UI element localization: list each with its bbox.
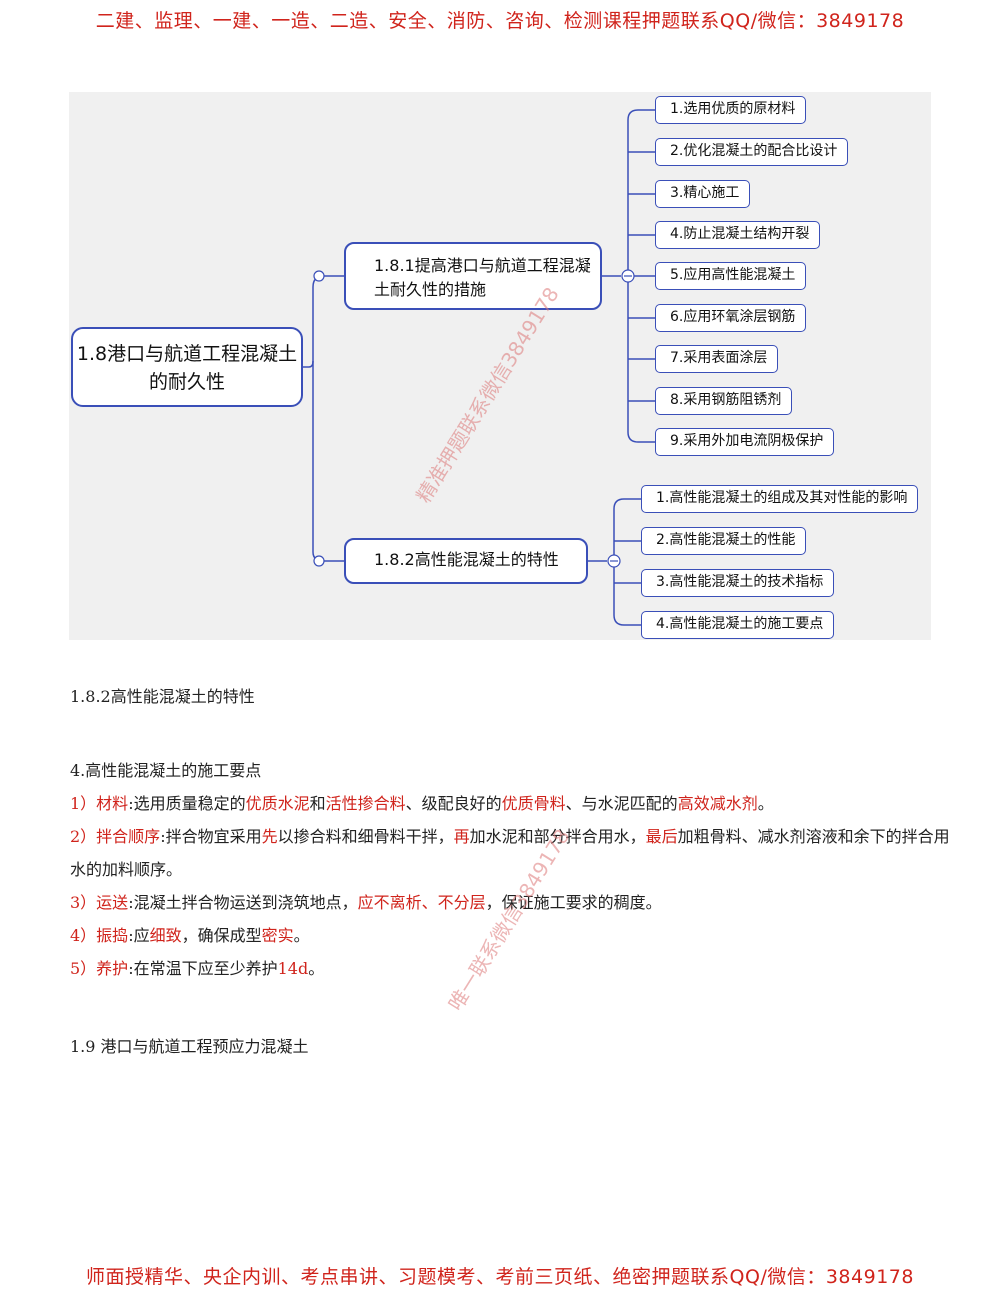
next-section-heading: 1.9 港口与航道工程预应力混凝土 (70, 1037, 309, 1056)
leaf-node: 5.应用高性能混凝土 (655, 262, 807, 290)
connector-branch2-leaves (614, 540, 641, 584)
connector-branch1-spine (627, 109, 655, 443)
section-heading: 1.8.2高性能混凝土的特性 (70, 687, 255, 706)
footer-banner: 师面授精华、央企内训、考点串讲、习题模考、考前三页纸、绝密押题联系QQ/微信：3… (86, 1266, 914, 1288)
list-item-mixing: 2）拌合顺序:拌合物宜采用先以掺合料和细骨料干拌，再加水泥和部分拌合用水，最后加… (70, 827, 950, 879)
leaf-node: 4.防止混凝土结构开裂 (655, 221, 821, 249)
connector-root-branch1 (303, 275, 344, 368)
collapse-dot-branch1 (313, 270, 325, 282)
mind-map-connectors (303, 109, 655, 626)
leaf-node: 4.高性能混凝土的施工要点 (641, 611, 835, 639)
collapse-dot-branch2 (313, 555, 325, 567)
list-item-curing: 5）养护:在常温下应至少养护14d。 (70, 959, 325, 978)
branch-node-properties: 1.8.2高性能混凝土的特性 (344, 538, 588, 584)
root-node: 1.8港口与航道工程混凝土的耐久性 (71, 327, 303, 407)
collapse-toggle-branch2 (607, 554, 621, 568)
list-item-transport: 3）运送:混凝土拌合物运送到浇筑地点，应不离析、不分层，保证施工要求的稠度。 (70, 893, 662, 912)
content-list: 4.高性能混凝土的施工要点 1）材料:选用质量稳定的优质水泥和活性掺合料、级配良… (70, 754, 950, 985)
leaf-node: 2.高性能混凝土的性能 (641, 527, 807, 555)
leaf-node: 1.选用优质的原材料 (655, 96, 807, 124)
leaf-node: 1.高性能混凝土的组成及其对性能的影响 (641, 485, 919, 513)
connector-root-branch2 (312, 361, 344, 562)
header-banner: 二建、监理、一建、一造、二造、安全、消防、咨询、检测课程押题联系QQ/微信：38… (95, 10, 905, 32)
subheading: 4.高性能混凝土的施工要点 (70, 761, 262, 780)
branch-node-measures: 1.8.1提高港口与航道工程混凝土耐久性的措施 (344, 242, 602, 310)
collapse-toggle-branch1 (621, 269, 635, 283)
mind-map-diagram: 1.8港口与航道工程混凝土的耐久性 1.8.1提高港口与航道工程混凝土耐久性的措… (69, 92, 931, 640)
connector-branch2-spine (613, 498, 641, 626)
list-item-materials: 1）材料:选用质量稳定的优质水泥和活性掺合料、级配良好的优质骨料、与水泥匹配的高… (70, 794, 774, 813)
list-item-vibration: 4）振捣:应细致，确保成型密实。 (70, 926, 310, 945)
leaf-node: 6.应用环氧涂层钢筋 (655, 304, 807, 332)
leaf-node: 9.采用外加电流阴极保护 (655, 428, 835, 456)
leaf-node: 2.优化混凝土的配合比设计 (655, 138, 849, 166)
leaf-node: 3.高性能混凝土的技术指标 (641, 569, 835, 597)
leaf-node: 7.采用表面涂层 (655, 345, 779, 373)
connector-branch1-leaves (628, 151, 655, 402)
leaf-node: 3.精心施工 (655, 180, 751, 208)
leaf-node: 8.采用钢筋阻锈剂 (655, 387, 793, 415)
